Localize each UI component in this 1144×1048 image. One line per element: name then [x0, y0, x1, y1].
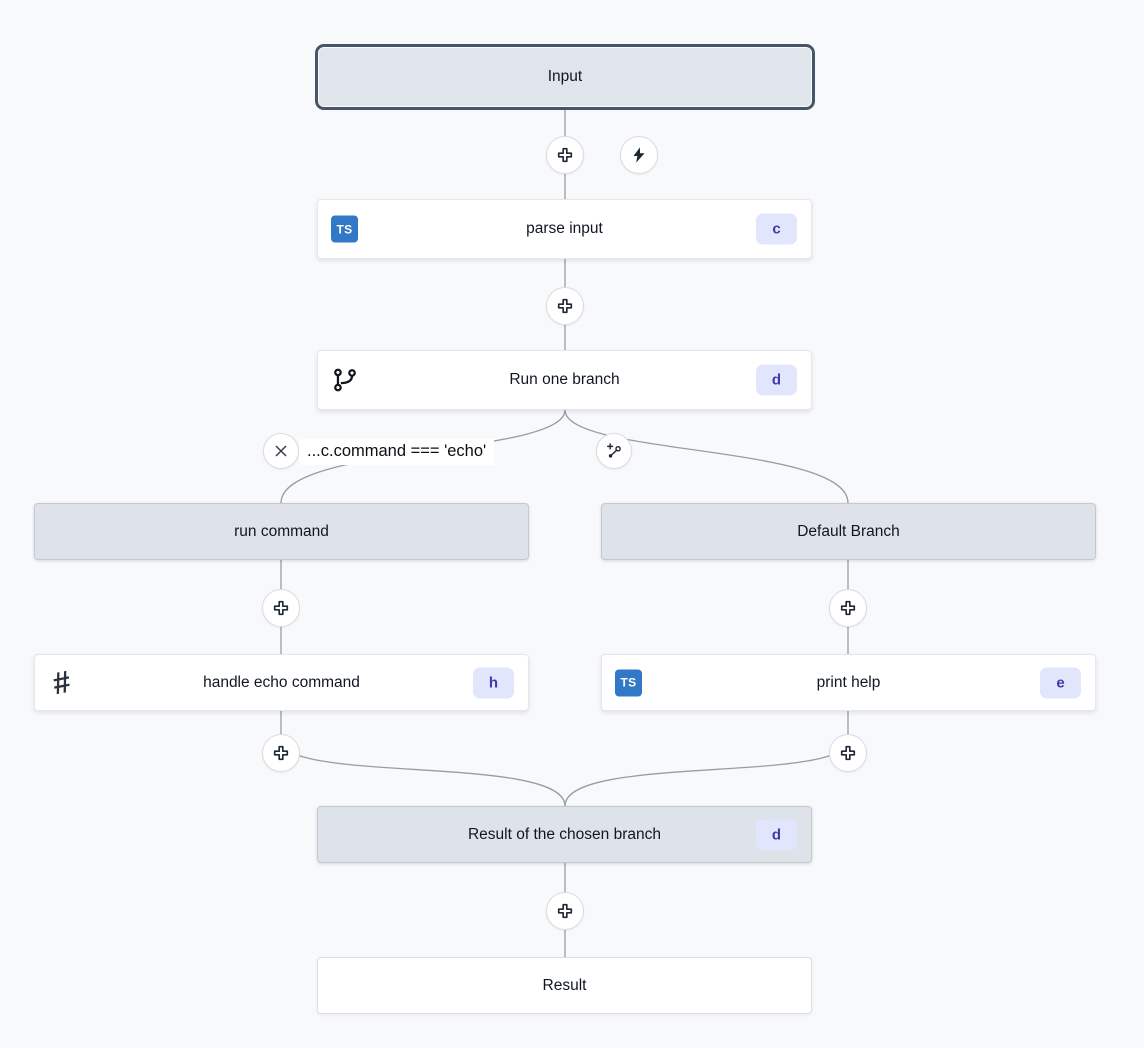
add-branch-button[interactable] [596, 433, 632, 469]
node-input[interactable]: Input [315, 44, 815, 110]
node-id-badge: e [1040, 667, 1081, 698]
edge-merge-right [564, 711, 849, 807]
node-input-label: Input [547, 68, 583, 85]
add-step-button[interactable] [546, 136, 584, 174]
add-step-button[interactable] [262, 734, 300, 772]
node-run-one-branch-label: Run one branch [509, 371, 620, 388]
plus-icon [556, 902, 574, 920]
node-result-label: Result [542, 976, 587, 994]
add-step-button[interactable] [829, 589, 867, 627]
bolt-icon [630, 146, 648, 164]
add-branch-icon [605, 442, 624, 461]
node-branch-run-command[interactable]: run command [34, 503, 529, 560]
node-result-of-chosen-branch[interactable]: Result of the chosen branch d [317, 806, 812, 863]
plus-icon [556, 146, 574, 164]
result-of-chosen-branch-label: Result of the chosen branch [467, 825, 661, 843]
node-id-badge: d [756, 364, 797, 396]
node-id-badge: d [756, 819, 797, 850]
add-step-button[interactable] [262, 589, 300, 627]
plus-icon [839, 599, 857, 617]
node-handle-echo-command[interactable]: # handle echo command h [34, 654, 529, 711]
node-run-one-branch[interactable]: Run one branch d [317, 350, 812, 410]
node-print-help[interactable]: TS print help e [601, 654, 1096, 711]
git-branch-icon [331, 366, 359, 394]
plus-icon [272, 599, 290, 617]
node-id-badge: h [473, 667, 514, 698]
node-branch-default[interactable]: Default Branch [601, 503, 1096, 560]
branch-run-command-label: run command [234, 522, 329, 540]
typescript-icon: TS [331, 215, 358, 243]
node-parse-input-label: parse input [526, 220, 603, 237]
node-print-help-label: print help [816, 673, 881, 691]
branch-condition-label[interactable]: ...c.command === 'echo' [299, 439, 495, 465]
node-result[interactable]: Result [317, 957, 812, 1014]
add-step-button[interactable] [829, 734, 867, 772]
branch-default-label: Default Branch [797, 522, 900, 540]
trigger-button[interactable] [620, 136, 658, 174]
node-parse-input[interactable]: TS parse input c [317, 199, 812, 259]
typescript-icon: TS [615, 669, 642, 696]
plus-icon [839, 744, 857, 762]
node-id-badge: c [756, 213, 797, 245]
edge-merge-left [280, 711, 566, 807]
add-step-button[interactable] [546, 287, 584, 325]
x-icon [273, 443, 289, 459]
node-handle-echo-label: handle echo command [203, 673, 360, 691]
add-step-button[interactable] [546, 892, 584, 930]
plus-icon [272, 744, 290, 762]
hash-icon: # [50, 663, 74, 702]
remove-condition-button[interactable] [263, 433, 299, 469]
plus-icon [556, 297, 574, 315]
